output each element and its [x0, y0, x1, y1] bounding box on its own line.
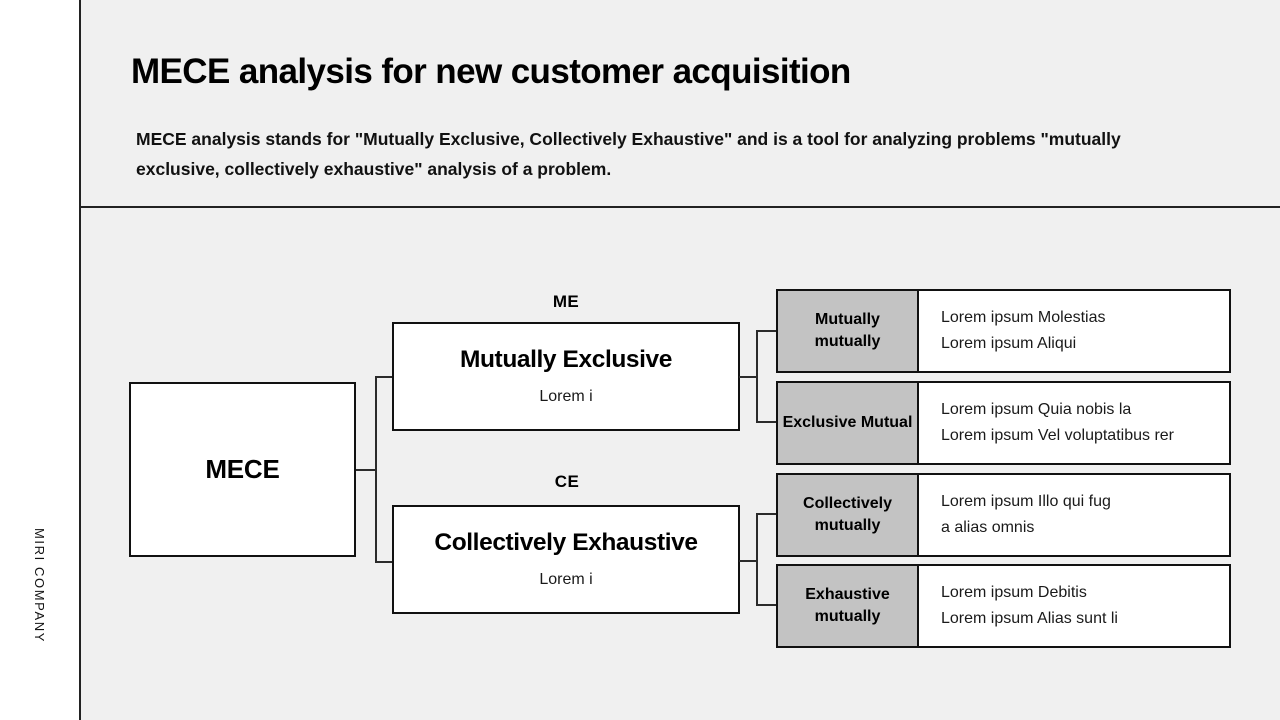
- page-title: MECE analysis for new customer acquisiti…: [131, 52, 851, 91]
- node-branch-subtitle: Lorem i: [539, 570, 593, 588]
- node-root[interactable]: MECE: [129, 382, 356, 557]
- connector-branch0-to-detail-1: [756, 421, 777, 423]
- detail-row[interactable]: Collectively mutually Lorem ipsum Illo q…: [776, 473, 1231, 557]
- detail-row-value: Lorem ipsum Illo qui fug a alias omnis: [919, 475, 1229, 555]
- connector-root-stem: [356, 469, 377, 471]
- branch-tag-ce: CE: [554, 472, 580, 491]
- node-branch-title: Collectively Exhaustive: [434, 529, 698, 557]
- detail-row-line-1: Lorem ipsum Debitis: [941, 583, 1087, 601]
- connector-branch1-spine: [756, 513, 758, 606]
- detail-row-line-2: a alias omnis: [941, 519, 1035, 536]
- detail-row[interactable]: Exhaustive mutually Lorem ipsum Debitis …: [776, 564, 1231, 648]
- connector-root-to-branch-0: [375, 376, 394, 378]
- detail-row-key: Exhaustive mutually: [778, 566, 919, 646]
- detail-row-line-1: Lorem ipsum Quia nobis la: [941, 400, 1132, 418]
- connector-root-to-branch-1: [375, 561, 394, 563]
- company-brand-label: MIRI COMPANY: [32, 528, 47, 644]
- detail-row-value: Lorem ipsum Quia nobis la Lorem ipsum Ve…: [919, 383, 1229, 463]
- node-branch-mutually-exclusive[interactable]: Mutually Exclusive Lorem i: [392, 322, 740, 431]
- node-branch-subtitle: Lorem i: [539, 387, 593, 405]
- detail-row-key: Mutually mutually: [778, 291, 919, 371]
- detail-row-line-2: Lorem ipsum Vel voluptatibus rer: [941, 427, 1174, 444]
- detail-row-key: Exclusive Mutual: [778, 383, 919, 463]
- page-subtitle: MECE analysis stands for "Mutually Exclu…: [136, 129, 1121, 180]
- node-root-label: MECE: [205, 454, 280, 484]
- detail-row-line-1: Lorem ipsum Illo qui fug: [941, 492, 1111, 510]
- detail-row-key: Collectively mutually: [778, 475, 919, 555]
- connector-branch0-spine: [756, 330, 758, 423]
- left-rail: [0, 0, 79, 720]
- detail-row[interactable]: Mutually mutually Lorem ipsum Molestias …: [776, 289, 1231, 373]
- header-divider: [81, 206, 1280, 208]
- detail-row-line-1: Lorem ipsum Molestias: [941, 308, 1106, 326]
- connector-root-spine: [375, 376, 377, 563]
- connector-branch1-to-detail-2: [756, 513, 777, 515]
- node-branch-collectively-exhaustive[interactable]: Collectively Exhaustive Lorem i: [392, 505, 740, 614]
- detail-row-value: Lorem ipsum Molestias Lorem ipsum Aliqui: [919, 291, 1229, 371]
- detail-row[interactable]: Exclusive Mutual Lorem ipsum Quia nobis …: [776, 381, 1231, 465]
- detail-row-line-2: Lorem ipsum Alias sunt li: [941, 610, 1118, 627]
- connector-branch0-stem: [739, 376, 758, 378]
- connector-branch0-to-detail-0: [756, 330, 777, 332]
- branch-tag-me: ME: [552, 292, 580, 311]
- connector-branch1-stem: [739, 560, 758, 562]
- connector-branch1-to-detail-3: [756, 604, 777, 606]
- detail-row-value: Lorem ipsum Debitis Lorem ipsum Alias su…: [919, 566, 1229, 646]
- node-branch-title: Mutually Exclusive: [459, 346, 673, 374]
- rail-divider: [79, 0, 81, 720]
- detail-row-line-2: Lorem ipsum Aliqui: [941, 335, 1077, 352]
